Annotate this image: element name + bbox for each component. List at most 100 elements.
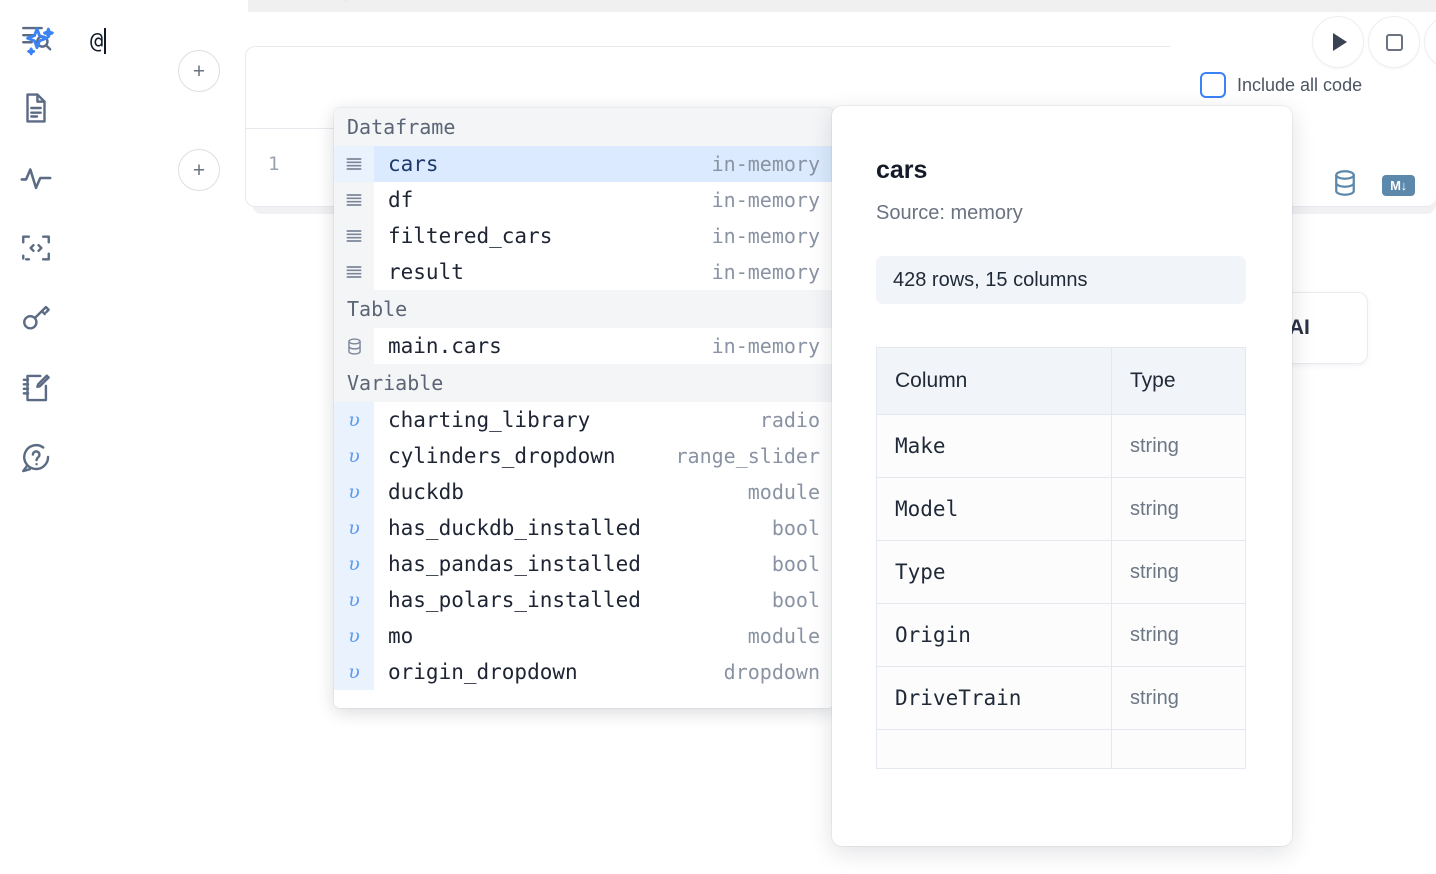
schema-header-type: Type (1111, 347, 1246, 415)
autocomplete-item-type: in-memory (711, 152, 820, 176)
autocomplete-item-type: range_slider (675, 444, 821, 468)
autocomplete-item-name: has_pandas_installed (388, 552, 641, 576)
autocomplete-group-header: Dataframe (334, 108, 834, 146)
schema-column-type: string (1111, 603, 1246, 667)
autocomplete-item-name: has_polars_installed (388, 588, 641, 612)
autocomplete-item-type: dropdown (723, 660, 820, 684)
stop-icon (1385, 33, 1403, 51)
variable-icon: υ (334, 582, 374, 618)
markdown-icon[interactable]: M↓ (1382, 175, 1415, 196)
autocomplete-item[interactable]: υ has_pandas_installed bool (334, 546, 834, 582)
plus-icon: + (192, 59, 206, 83)
database-icon[interactable] (1330, 168, 1360, 203)
autocomplete-item-type: module (747, 480, 820, 504)
document-icon (19, 91, 53, 125)
code-block-icon (19, 231, 53, 265)
schema-column-name: Type (876, 540, 1112, 604)
autocomplete-item-type: radio (759, 408, 820, 432)
autocomplete-item-type: in-memory (711, 260, 820, 284)
panel-shape-badge: 428 rows, 15 columns (876, 256, 1246, 304)
tab-bar-remnant (248, 0, 1436, 12)
autocomplete-item[interactable]: main.cars in-memory (334, 328, 834, 364)
schema-column-type: string (1111, 540, 1246, 604)
autocomplete-item-type: in-memory (711, 334, 820, 358)
autocomplete-item-type: module (747, 624, 820, 648)
panel-title: cars (876, 156, 928, 184)
ai-prompt-input[interactable]: @ (90, 28, 107, 54)
variable-icon: υ (334, 438, 374, 474)
autocomplete-item[interactable]: υ charting_library radio (334, 402, 834, 438)
variable-icon: υ (334, 402, 374, 438)
play-icon (1333, 33, 1347, 51)
autocomplete-item-name: duckdb (388, 480, 464, 504)
database-icon (334, 328, 374, 364)
autocomplete-item-type: in-memory (711, 224, 820, 248)
variable-icon: υ (334, 546, 374, 582)
dataframe-icon (334, 218, 374, 254)
dataframe-icon (334, 146, 374, 182)
dataframe-icon (334, 254, 374, 290)
autocomplete-item-name: cars (388, 152, 439, 176)
chat-help-icon (19, 441, 53, 475)
autocomplete-item-name: mo (388, 624, 414, 648)
schema-column-name: Model (876, 477, 1112, 541)
checkbox-icon[interactable] (1200, 72, 1226, 98)
autocomplete-item-name: df (388, 188, 414, 212)
autocomplete-item-type: bool (771, 516, 820, 540)
ai-prompt-value: @ (90, 29, 104, 54)
plus-icon: + (192, 158, 206, 182)
schema-column-type: string (1111, 477, 1246, 541)
variable-icon: υ (334, 510, 374, 546)
autocomplete-item[interactable]: υ has_polars_installed bool (334, 582, 834, 618)
dataframe-icon (334, 182, 374, 218)
add-cell-button-bottom[interactable]: + (178, 149, 220, 191)
run-button[interactable] (1312, 16, 1364, 68)
sidebar-item-scratchpad[interactable] (14, 366, 58, 410)
sidebar-item-help[interactable] (14, 436, 58, 480)
autocomplete-item-type: bool (771, 552, 820, 576)
schema-column-type: string (1111, 414, 1246, 478)
variable-icon: υ (334, 618, 374, 654)
autocomplete-item-type: bool (771, 588, 820, 612)
autocomplete-item-name: charting_library (388, 408, 591, 432)
stop-button[interactable] (1368, 16, 1420, 68)
sidebar-rail (0, 0, 72, 874)
schema-column-name: DriveTrain (876, 666, 1112, 730)
cell-action-icons: M↓ (1330, 168, 1415, 203)
more-actions-button[interactable] (1424, 16, 1436, 68)
sidebar-item-variables[interactable] (14, 156, 58, 200)
panel-source: Source: memory (876, 202, 1023, 224)
schema-header-row: Column Type (876, 347, 1246, 415)
add-cell-button-top[interactable]: + (178, 50, 220, 92)
include-all-code-toggle[interactable]: Include all code (1200, 72, 1362, 98)
sidebar-item-snippets[interactable] (14, 226, 58, 270)
schema-column-type (1111, 729, 1246, 769)
dataframe-info-panel: cars Source: memory 428 rows, 15 columns… (832, 106, 1292, 846)
tab-separator (345, 0, 346, 2)
variable-icon: υ (334, 474, 374, 510)
autocomplete-item[interactable]: filtered_cars in-memory (334, 218, 834, 254)
autocomplete-item-name: main.cars (388, 334, 502, 358)
sidebar-item-secrets[interactable] (14, 296, 58, 340)
autocomplete-item[interactable]: cars in-memory (334, 146, 834, 182)
autocomplete-item-name: filtered_cars (388, 224, 553, 248)
sidebar-item-documentation[interactable] (14, 86, 58, 130)
file-search-icon (19, 21, 53, 55)
sidebar-item-explorer[interactable] (14, 16, 58, 60)
activity-icon (19, 161, 53, 195)
